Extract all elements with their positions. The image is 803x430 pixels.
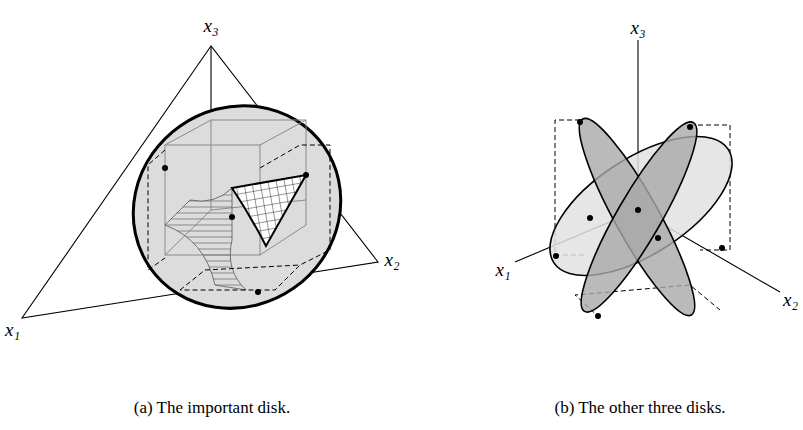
caption: (a) The important disk. xyxy=(134,399,290,418)
axis-label: x₃ xyxy=(628,18,647,39)
axis-label: x₂ xyxy=(781,290,800,311)
axis-label: x₁ xyxy=(3,320,22,341)
axis-label: x₂ xyxy=(382,250,401,271)
caption: (b) The other three disks. xyxy=(554,399,725,418)
axis-label: x₃ xyxy=(201,16,220,37)
axis-label: x₁ xyxy=(493,260,512,281)
